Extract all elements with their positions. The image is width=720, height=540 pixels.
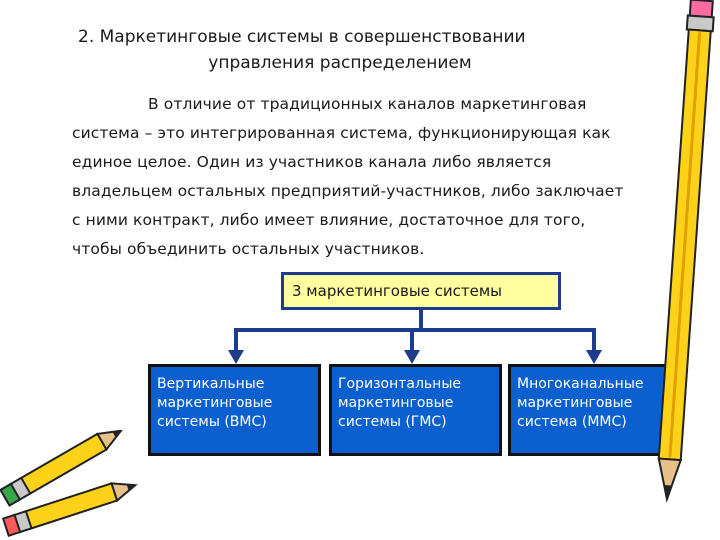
pencils-icon [0, 430, 138, 538]
intro-paragraph: В отличие от традиционных каналов маркет… [72, 90, 632, 264]
child-node-multichannel: Многоканальные маркетинговые система (ММ… [508, 364, 681, 456]
slide-title: 2. Маркетинговые системы в совершенствов… [60, 24, 620, 76]
child-node-horizontal: Горизонтальные маркетинговые системы (ГМ… [329, 364, 502, 456]
paragraph-text: В отличие от традиционных каналов маркет… [72, 95, 624, 258]
pencil-icon [657, 0, 715, 503]
root-node: 3 маркетинговые системы [281, 272, 561, 310]
child-node-vertical: Вертикальные маркетинговые системы (ВМС) [148, 364, 321, 456]
title-line-1: 2. Маркетинговые системы в совершенствов… [78, 27, 526, 47]
title-line-2: управления распределением [208, 53, 472, 73]
